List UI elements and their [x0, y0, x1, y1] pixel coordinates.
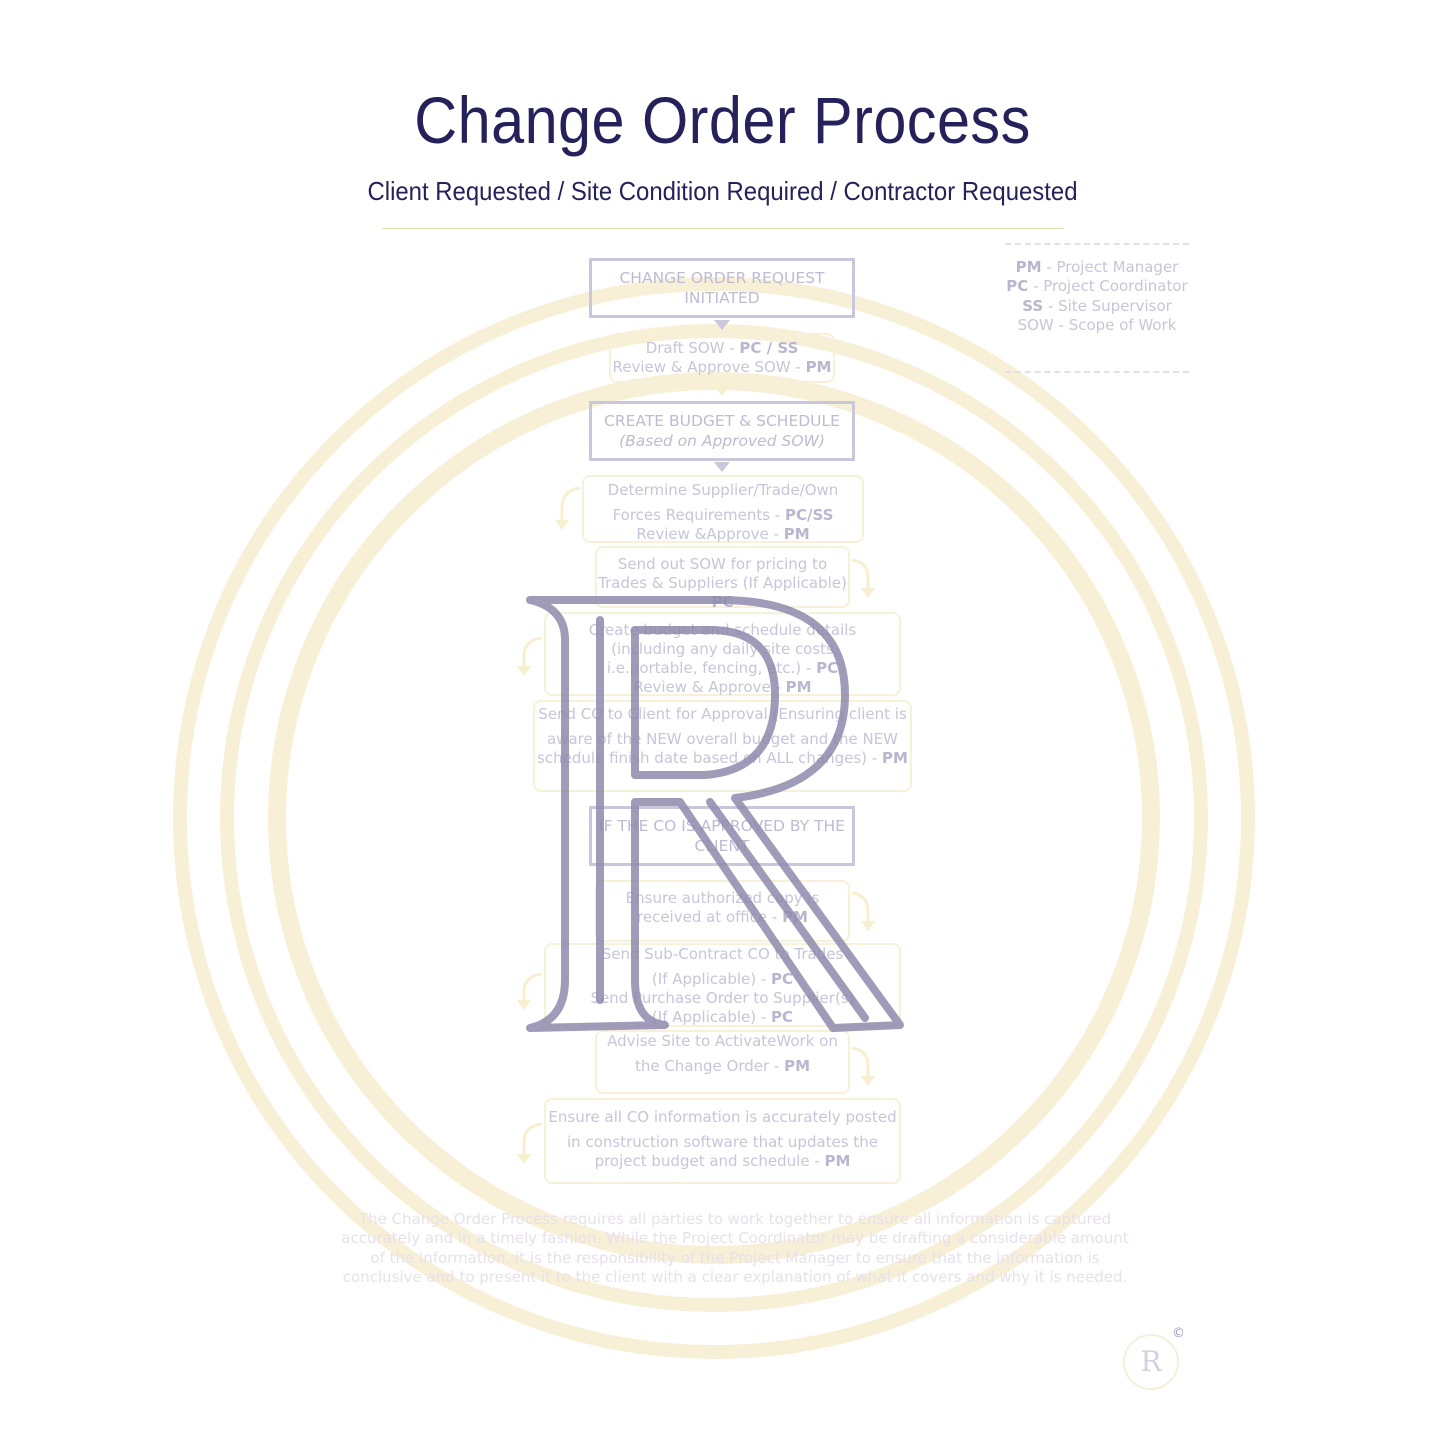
abbreviation-legend: PM - Project Manager PC - Project Coordi…: [1005, 243, 1189, 373]
step-determine-requirements: Determine Supplier/Trade/Own Forces Requ…: [582, 475, 864, 543]
page-subtitle: Client Requested / Site Condition Requir…: [367, 176, 1078, 206]
corner-logo: R: [1123, 1334, 1179, 1390]
legend-item-ss: SS - Site Supervisor: [1022, 296, 1172, 315]
copyright-symbol: ©: [1172, 1326, 1185, 1341]
step-advise-site: Advise Site to ActivateWork on the Chang…: [595, 1030, 850, 1094]
step-create-budget-schedule: CREATE BUDGET & SCHEDULE (Based on Appro…: [589, 401, 855, 461]
step-budget-schedule-details: Create budget and schedule details (incl…: [544, 612, 901, 696]
watermark-r-logo: [526, 596, 904, 1032]
arrow-down-icon: [714, 462, 730, 472]
arrow-down-icon: [714, 386, 730, 396]
legend-item-sow: SOW - Scope of Work: [1017, 315, 1177, 334]
page-title: Change Order Process: [414, 83, 1031, 157]
legend-item-pm: PM - Project Manager: [1015, 258, 1179, 276]
step-post-co-information: Ensure all CO information is accurately …: [544, 1098, 901, 1184]
footer-note: The Change Order Process requires all pa…: [341, 1210, 1129, 1286]
arrow-down-icon: [714, 320, 730, 330]
step-draft-sow: Draft SOW - PC / SS Review & Approve SOW…: [609, 333, 835, 383]
legend-item-pc: PC - Project Coordinator: [1006, 277, 1188, 296]
title-divider: [382, 228, 1064, 229]
